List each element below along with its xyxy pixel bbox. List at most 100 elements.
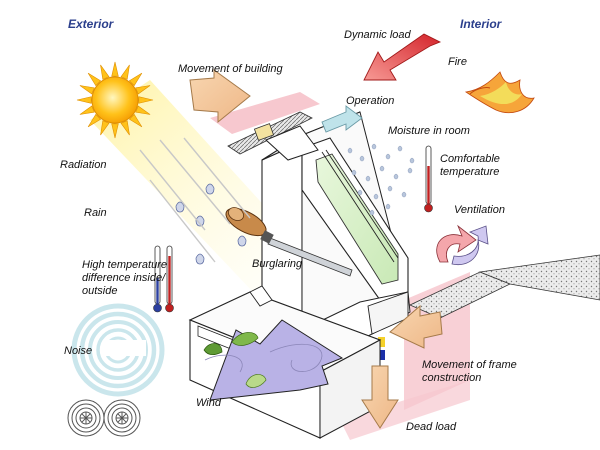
moisture-drop [409, 157, 415, 164]
moisture-drop [351, 169, 357, 176]
wheel-spoke [85, 417, 91, 423]
operation-label: Operation [346, 95, 395, 107]
sun-ray [100, 64, 110, 80]
moisture-drop [407, 167, 413, 174]
moisture-drop [357, 189, 363, 196]
high-temperature-line-1: High temperature [82, 259, 167, 271]
movement-of-building-arrow [189, 69, 251, 124]
dead-load-label: Dead load [406, 421, 457, 433]
wheel-ring [111, 407, 133, 429]
raindrop-icon [175, 183, 247, 265]
interior-header: Interior [460, 17, 502, 31]
sun-ray [79, 85, 95, 95]
rain-label: Rain [84, 207, 107, 219]
wheel-spoke [117, 417, 123, 423]
wheel-ring [71, 403, 101, 433]
thermometer-icon [424, 145, 433, 213]
sun-icon [76, 61, 154, 139]
high-temperature-label: High temperature difference inside/ outs… [82, 259, 167, 298]
moisture-drop [397, 145, 403, 152]
noise-label: Noise [64, 345, 93, 357]
dead-load-arrow [361, 365, 399, 429]
wheel-spoke [117, 413, 123, 419]
sun-ray [120, 120, 130, 136]
thermometer-icon [153, 245, 174, 313]
movement-of-building-label: Movement of building [178, 63, 283, 75]
wall-plane-bottom [340, 380, 470, 440]
noise-wave [71, 303, 165, 397]
wheel-icon [67, 399, 141, 437]
movement-of-frame-line-1: Movement of frame [422, 359, 517, 371]
sun-ray [135, 85, 151, 95]
masonry-right-side [478, 254, 600, 301]
fire-label: Fire [448, 56, 467, 68]
glass-pane [315, 153, 399, 285]
wheel-spoke [81, 417, 87, 423]
noise-wave [79, 311, 157, 389]
moisture-in-room-label: Moisture in room [388, 125, 470, 137]
glass-line-1 [321, 151, 395, 263]
high-temperature-line-2: difference inside/ [82, 272, 166, 284]
leaf-icon [203, 332, 267, 388]
sill-lip [249, 285, 273, 307]
sun-ray [87, 113, 102, 128]
sun-ray [79, 105, 95, 115]
burglaring-label: Burglaring [252, 258, 303, 270]
exterior-header: Exterior [68, 17, 114, 31]
wind-swirl-1 [269, 343, 323, 372]
ventilation-label: Ventilation [454, 204, 505, 216]
wheel-ring [75, 407, 97, 429]
dynamic-load-label: Dynamic load [344, 29, 411, 41]
top-gasket [253, 123, 275, 141]
comfortable-temperature-label: Comfortable temperature [440, 153, 500, 179]
sun-ray [76, 96, 92, 104]
moisture-drop [387, 185, 393, 192]
sun-ray [128, 72, 143, 87]
fire-icon [464, 71, 535, 114]
moisture-drop [401, 191, 407, 198]
high-temperature-line-3: outside [82, 285, 118, 297]
wind-label: Wind [196, 397, 221, 409]
moisture-drop [371, 143, 377, 150]
wheel-spoke [81, 413, 87, 419]
moisture-drop [385, 153, 391, 160]
sun-ray [120, 64, 130, 80]
radiation-label: Radiation [60, 159, 107, 171]
sun-ray [138, 96, 154, 104]
frame-blue-gasket [378, 350, 385, 360]
comfortable-temperature-line-1: Comfortable [440, 153, 500, 165]
screwdriver-icon [225, 207, 353, 277]
wheel-spoke [85, 413, 91, 419]
ventilation-arrow [436, 224, 489, 266]
sash-head [265, 125, 319, 161]
sun-ray [111, 61, 119, 77]
sun-ray [87, 72, 102, 87]
movement-of-frame-line-2: construction [422, 372, 482, 384]
moisture-drop [359, 155, 365, 162]
sun-ray [135, 105, 151, 115]
glass-line-2 [325, 149, 399, 259]
wall-plane-top [210, 92, 320, 134]
moisture-drop [369, 209, 375, 216]
moisture-drop [365, 175, 371, 182]
movement-of-frame-arrow [389, 304, 443, 349]
wheel-spoke [121, 417, 127, 423]
wheel-ring [103, 399, 141, 437]
noise-label-plate [104, 340, 146, 356]
sun-ray [111, 123, 119, 139]
moisture-drops [347, 143, 415, 216]
comfortable-temperature-line-2: temperature [440, 166, 500, 178]
frame-yellow-gasket [378, 337, 385, 347]
noise-waves [71, 303, 165, 397]
dynamic-load-arrow [363, 33, 442, 81]
moisture-drop [385, 203, 391, 210]
moisture-drop [393, 173, 399, 180]
sun-ray [100, 120, 110, 136]
wind-swirl-2 [204, 354, 243, 373]
sun-ray [128, 113, 143, 128]
moisture-drop [379, 165, 385, 172]
wheel-spoke [121, 413, 127, 419]
moisture-drop [373, 193, 379, 200]
operation-arrow [321, 105, 363, 133]
